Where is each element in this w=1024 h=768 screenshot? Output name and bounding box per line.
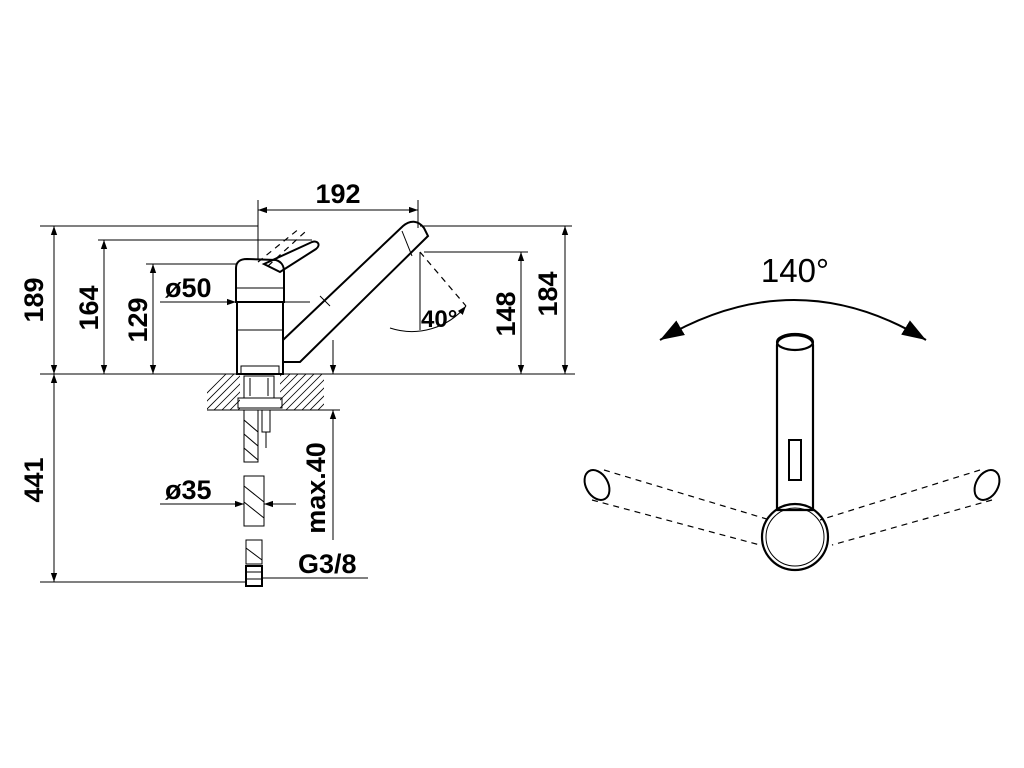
spout-center-position xyxy=(775,332,815,512)
dim-164-label: 164 xyxy=(74,285,104,330)
spout-left-position xyxy=(583,469,771,546)
faucet-base-circle xyxy=(760,502,830,572)
top-view: 140° xyxy=(583,252,1001,572)
dim-184-label: 184 xyxy=(533,271,563,316)
dimension-189: 189 xyxy=(19,225,258,374)
swivel-angle-label: 140° xyxy=(761,252,829,289)
dim-40deg-label: 40° xyxy=(421,306,457,333)
dim-o35-label: ø35 xyxy=(165,475,212,505)
dimension-148: 148 xyxy=(424,251,528,374)
side-view: 189 164 129 ø50 192 xyxy=(19,179,575,587)
dimension-o50: ø50 xyxy=(160,273,310,306)
faucet-body xyxy=(235,227,320,375)
dimension-164: 164 xyxy=(74,239,312,374)
faucet-hoses xyxy=(237,375,283,587)
dimension-129: 129 xyxy=(123,263,236,374)
dimension-192: 192 xyxy=(257,179,419,260)
dimension-40deg: 40° xyxy=(389,252,467,333)
dimension-max40: max.40 xyxy=(280,340,340,540)
dimension-184: 184 xyxy=(420,225,572,374)
dim-189-label: 189 xyxy=(19,277,49,322)
swivel-arc xyxy=(659,299,927,341)
dim-129-label: 129 xyxy=(123,297,153,342)
dimension-g38: G3/8 xyxy=(262,549,368,579)
dim-441-label: 441 xyxy=(19,457,49,502)
dim-o50-label: ø50 xyxy=(165,273,212,303)
counter-section-hatching xyxy=(207,374,324,410)
spout-right-position xyxy=(819,469,1001,546)
dimension-441: 441 xyxy=(19,374,246,583)
dim-192-label: 192 xyxy=(315,179,360,209)
dim-max40-label: max.40 xyxy=(301,442,331,534)
dimension-o35: ø35 xyxy=(160,475,296,508)
dim-g38-label: G3/8 xyxy=(298,549,357,579)
dim-148-label: 148 xyxy=(491,291,521,336)
